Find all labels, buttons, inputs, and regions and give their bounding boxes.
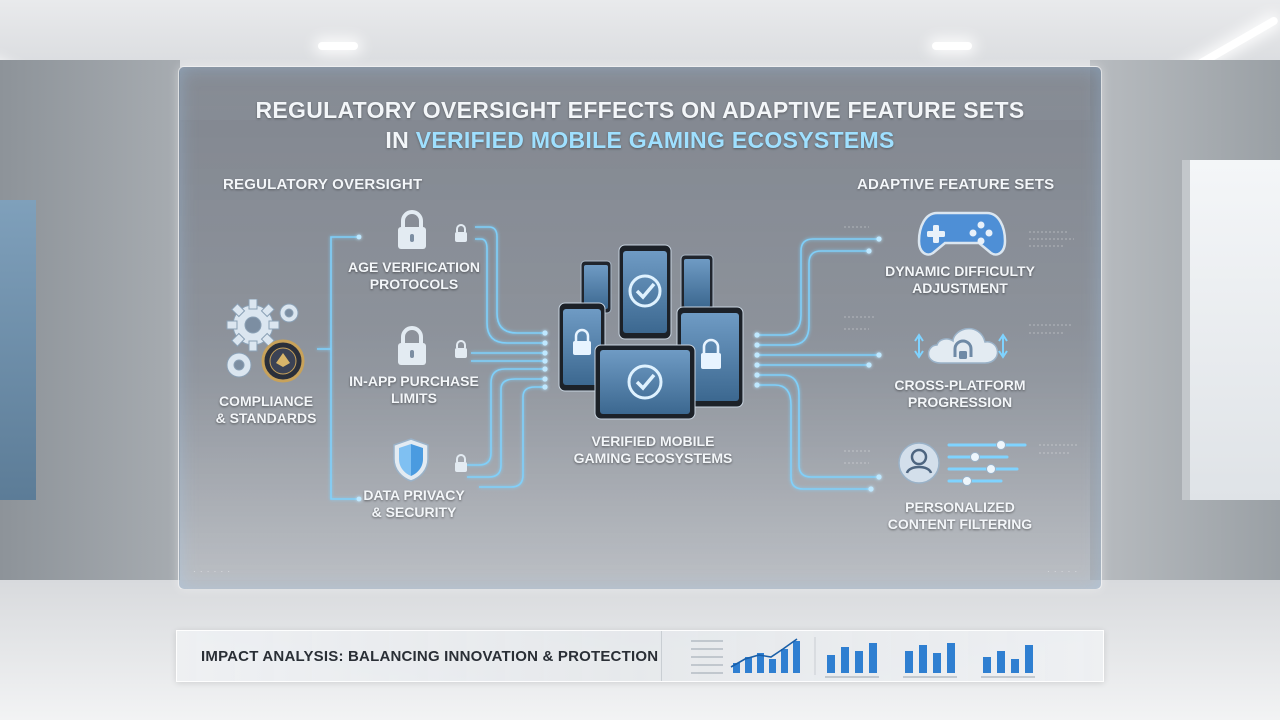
right-item-line-1: CROSS-PLATFORM <box>894 377 1026 393</box>
impact-analysis-title: IMPACT ANALYSIS: BALANCING INNOVATION & … <box>201 648 659 665</box>
decorative-dots: · · · · · · <box>193 567 232 576</box>
left-item-line-2: PROTOCOLS <box>369 276 459 292</box>
padlock-icon <box>398 326 426 365</box>
small-padlock-icon <box>455 224 467 242</box>
right-item-line-2: PROGRESSION <box>907 394 1013 410</box>
right-item-personalized-content: PERSONALIZED CONTENT FILTERING <box>869 499 1051 533</box>
right-item-line-2: CONTENT FILTERING <box>887 516 1033 532</box>
mini-bar-chart-2 <box>905 643 955 673</box>
left-column-header: REGULATORY OVERSIGHT <box>223 176 423 193</box>
mini-bar-chart-1 <box>827 643 877 673</box>
device-cluster-icon <box>558 244 744 420</box>
left-item-data-privacy: DATA PRIVACY & SECURITY <box>329 487 499 521</box>
left-item-age-verification: AGE VERIFICATION PROTOCOLS <box>329 259 499 293</box>
left-item-line-1: IN-APP PURCHASE <box>349 373 479 389</box>
right-item-line-2: ADJUSTMENT <box>912 280 1008 296</box>
left-item-line-2: LIMITS <box>391 390 437 406</box>
decorative-dots: · · · · · <box>1047 567 1079 576</box>
mini-bar-chart-3 <box>983 645 1033 673</box>
ceiling-light <box>0 60 142 148</box>
center-label-line-2: GAMING ECOSYSTEMS <box>573 450 733 466</box>
title-line-2: IN VERIFIED MOBILE GAMING ECOSYSTEMS <box>179 127 1101 154</box>
center-label-line-1: VERIFIED MOBILE <box>591 433 715 449</box>
right-item-cross-platform: CROSS-PLATFORM PROGRESSION <box>869 377 1051 411</box>
left-wall <box>0 60 180 580</box>
left-window <box>0 200 36 500</box>
right-wall <box>1090 60 1280 580</box>
right-item-line-1: DYNAMIC DIFFICULTY <box>885 263 1035 279</box>
title-line-1: REGULATORY OVERSIGHT EFFECTS ON ADAPTIVE… <box>255 97 1025 123</box>
gamepad-icon <box>917 211 1007 256</box>
center-label: VERIFIED MOBILE GAMING ECOSYSTEMS <box>555 433 751 467</box>
ceiling-light <box>932 42 972 50</box>
right-window <box>1182 160 1280 500</box>
gears-seal-icon <box>226 299 305 383</box>
cloud-sync-icon <box>914 327 1008 364</box>
small-padlock-icon <box>455 340 467 358</box>
ceiling-light <box>1128 15 1280 108</box>
impact-analysis-bar: IMPACT ANALYSIS: BALANCING INNOVATION & … <box>176 630 1104 682</box>
mini-line-chart <box>691 638 800 674</box>
small-padlock-icon <box>455 454 467 472</box>
left-item-line-1: DATA PRIVACY <box>363 487 465 503</box>
left-item-in-app-purchase: IN-APP PURCHASE LIMITS <box>329 373 499 407</box>
glass-display-panel: REGULATORY OVERSIGHT EFFECTS ON ADAPTIVE… <box>178 66 1102 590</box>
shield-icon <box>393 438 429 482</box>
bottom-divider <box>661 631 662 681</box>
ceiling-light <box>318 42 358 50</box>
right-item-dynamic-difficulty: DYNAMIC DIFFICULTY ADJUSTMENT <box>869 263 1051 297</box>
mini-charts-decoration <box>691 637 1035 678</box>
right-item-line-1: PERSONALIZED <box>905 499 1015 515</box>
user-sliders-icon <box>898 440 1027 486</box>
hub-label-line-2: & STANDARDS <box>215 410 317 426</box>
left-item-line-2: & SECURITY <box>371 504 457 520</box>
connector-lines <box>317 226 1079 502</box>
hub-label: COMPLIANCE & STANDARDS <box>201 393 331 427</box>
title-prefix: IN <box>385 127 416 153</box>
right-column-header: ADAPTIVE FEATURE SETS <box>857 176 1055 193</box>
left-item-line-1: AGE VERIFICATION <box>348 259 480 275</box>
title-highlight: VERIFIED MOBILE GAMING ECOSYSTEMS <box>415 127 895 153</box>
hub-label-line-1: COMPLIANCE <box>218 393 314 409</box>
padlock-icon <box>398 210 426 249</box>
